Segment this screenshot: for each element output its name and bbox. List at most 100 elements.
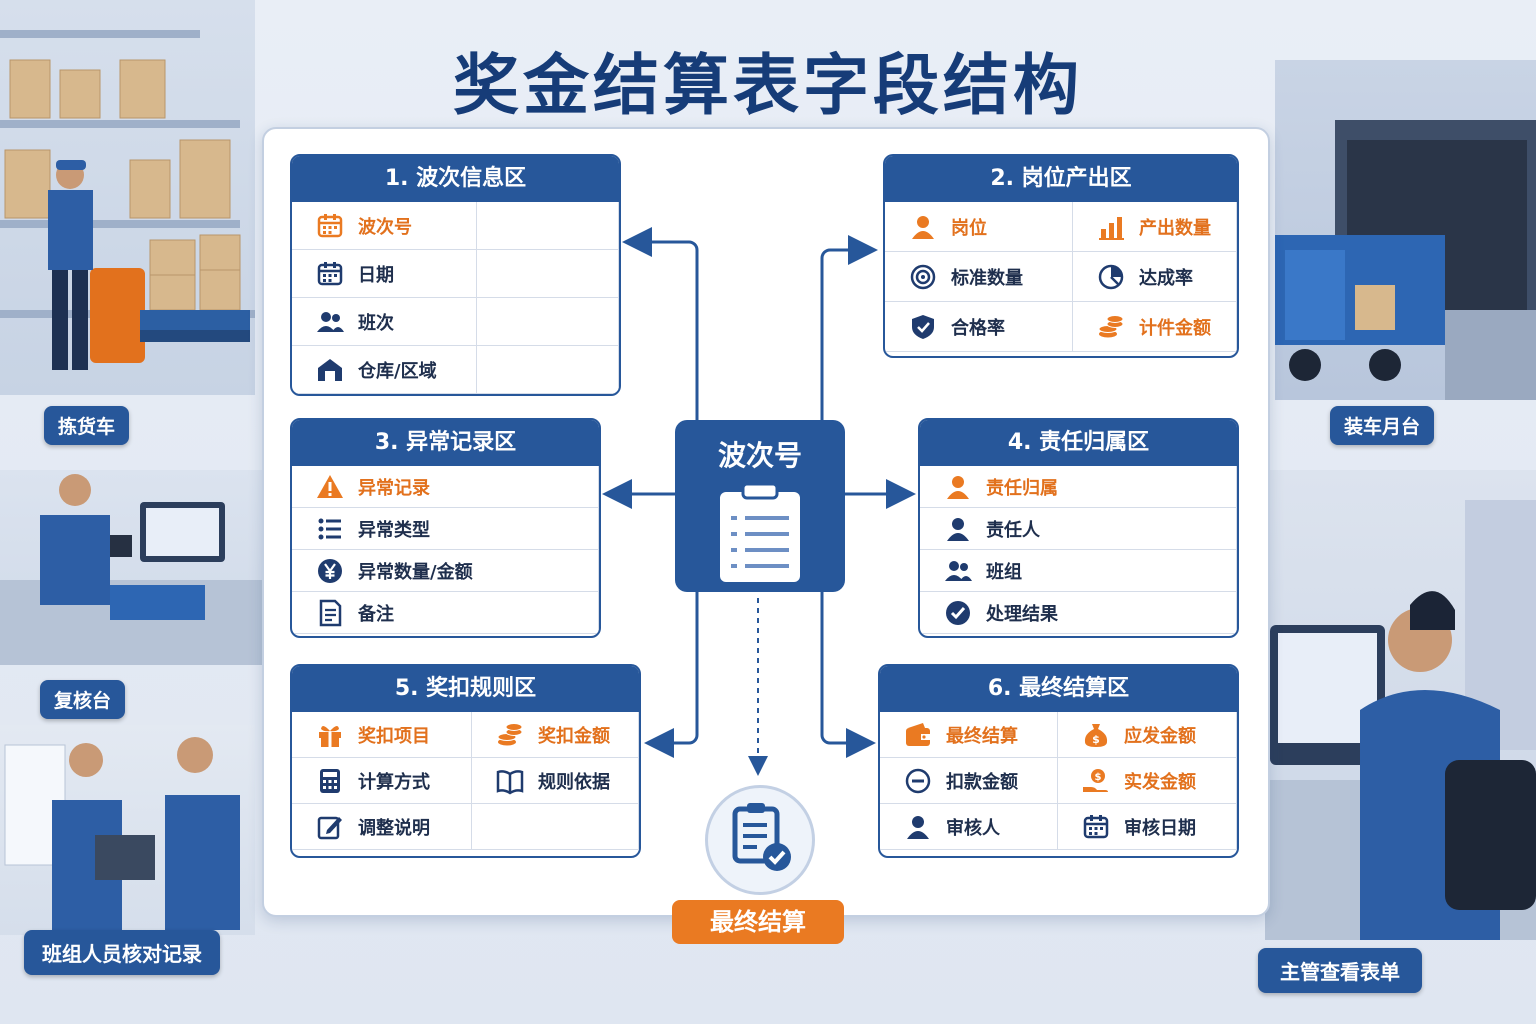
field-wave-2: 班次 [292,298,477,346]
wave-number-hub: 波次号 [675,420,845,592]
calendar-icon [1083,814,1109,838]
person-icon [912,215,934,239]
person-icon [947,517,969,541]
field-settlement-2: 扣款金额 [880,758,1058,804]
card-title: 4. 责任归属区 [920,420,1237,466]
field-settlement-3: $实发金额 [1058,758,1237,804]
field-label: 审核日期 [1124,817,1196,839]
field-label: 责任人 [986,519,1040,541]
field-responsibility-1: 责任人 [920,508,1237,550]
field-settlement-1: $ 应发金额 [1058,712,1237,758]
picking-cart-scene [0,0,255,395]
field-label: 产出数量 [1139,217,1211,239]
field-exception-3: 备注 [292,592,599,634]
field-label: 最终结算 [946,725,1018,747]
field-label: 计算方式 [358,771,430,793]
users-icon [317,311,344,332]
final-settlement-badge: 最终结算 [672,900,844,944]
loading-dock-scene [1275,60,1536,400]
warehouse-icon [318,358,342,381]
field-label: 扣款金额 [946,771,1018,793]
field-rules-1: 奖扣金额 [472,712,639,758]
field-label: 应发金额 [1124,725,1196,747]
person-icon [947,475,969,499]
scene-label-loading-dock: 装车月台 [1330,406,1435,445]
clipboard-icon [720,482,800,582]
field-label: 审核人 [946,817,1000,839]
card-title: 2. 岗位产出区 [885,156,1237,202]
scene-label-picking-cart: 拣货车 [44,406,130,445]
check-circle-icon [946,600,970,625]
clipboard-check-icon [732,803,791,871]
field-label: 规则依据 [538,771,610,793]
review-desk-scene [0,470,262,665]
field-settlement-0: 最终结算 [880,712,1058,758]
target-icon [910,264,936,289]
gift-icon [319,725,341,747]
empty-cell [477,346,619,394]
card-exception-records: 3. 异常记录区 异常记录异常类型异常数量/金额备注 [290,418,601,638]
bar-chart-icon [1099,216,1124,240]
empty-cell [477,250,619,298]
empty-cell [477,298,619,346]
list-icon [318,518,341,539]
supervisor-scene [1265,470,1536,940]
field-label: 岗位 [951,217,987,239]
page-title: 奖金结算表字段结构 [453,47,1083,124]
field-responsibility-0: 责任归属 [920,466,1237,508]
card-title: 5. 奖扣规则区 [292,666,639,712]
svg-text:$: $ [1092,733,1100,746]
supervisor-illustration [1265,500,1536,940]
calendar-icon [317,213,343,237]
shield-check-icon [912,314,934,339]
team-check-scene [0,725,255,935]
field-label: 波次号 [358,216,412,238]
book-icon [496,769,524,795]
field-label: 班组 [986,561,1022,583]
field-wave-3: 仓库/区域 [292,346,477,394]
field-output-5: 计件金额 [1073,302,1237,352]
coins-icon [1098,314,1124,337]
scene-label-supervisor: 主管查看表单 [1258,948,1422,993]
field-output-0: 岗位 [885,202,1073,252]
card-title: 1. 波次信息区 [292,156,619,202]
empty-cell [472,804,639,850]
field-label: 异常类型 [358,519,430,541]
team-check-illustration [4,737,240,930]
field-output-2: 标准数量 [885,252,1073,302]
field-grid: 责任归属责任人班组处理结果 [920,466,1237,634]
card-reward-rules: 5. 奖扣规则区 奖扣项目 奖扣金额计算方式 规则依据调整说明 [290,664,641,858]
field-label: 异常记录 [358,477,430,499]
field-label: 责任归属 [986,477,1058,499]
field-rules-4: 调整说明 [292,804,472,850]
field-rules-3: 规则依据 [472,758,639,804]
field-grid: 奖扣项目 奖扣金额计算方式 规则依据调整说明 [292,712,639,850]
scene-label-review-desk: 复核台 [40,680,126,719]
field-label: 仓库/区域 [358,360,437,382]
field-responsibility-3: 处理结果 [920,592,1237,634]
review-desk-illustration [0,474,262,665]
field-settlement-5: 审核日期 [1058,804,1237,850]
card-responsibility: 4. 责任归属区 责任归属责任人班组处理结果 [918,418,1239,638]
field-label: 实发金额 [1124,771,1196,793]
field-label: 处理结果 [986,603,1058,625]
field-grid: 最终结算 $ 应发金额扣款金额 $实发金额审核人 审核日期 [880,712,1237,850]
field-label: 合格率 [951,317,1005,339]
calculator-icon [320,768,340,793]
final-settlement-circle [705,785,815,895]
field-label: 达成率 [1139,267,1193,289]
card-job-output: 2. 岗位产出区 岗位 产出数量标准数量 达成率合格率 计件金额 [883,154,1239,358]
loading-dock-illustration [1275,120,1536,400]
field-rules-2: 计算方式 [292,758,472,804]
field-label: 奖扣项目 [358,725,430,747]
field-exception-0: 异常记录 [292,466,599,508]
field-output-4: 合格率 [885,302,1073,352]
money-bag-icon: $ [1084,723,1108,747]
card-title: 6. 最终结算区 [880,666,1237,712]
field-label: 标准数量 [951,267,1023,289]
wallet-icon [906,722,930,746]
field-grid: 岗位 产出数量标准数量 达成率合格率 计件金额 [885,202,1237,352]
card-wave-info: 1. 波次信息区 波次号日期班次仓库/区域 [290,154,621,396]
pie-chart-icon [1098,264,1124,289]
minus-circle-icon [905,768,931,793]
